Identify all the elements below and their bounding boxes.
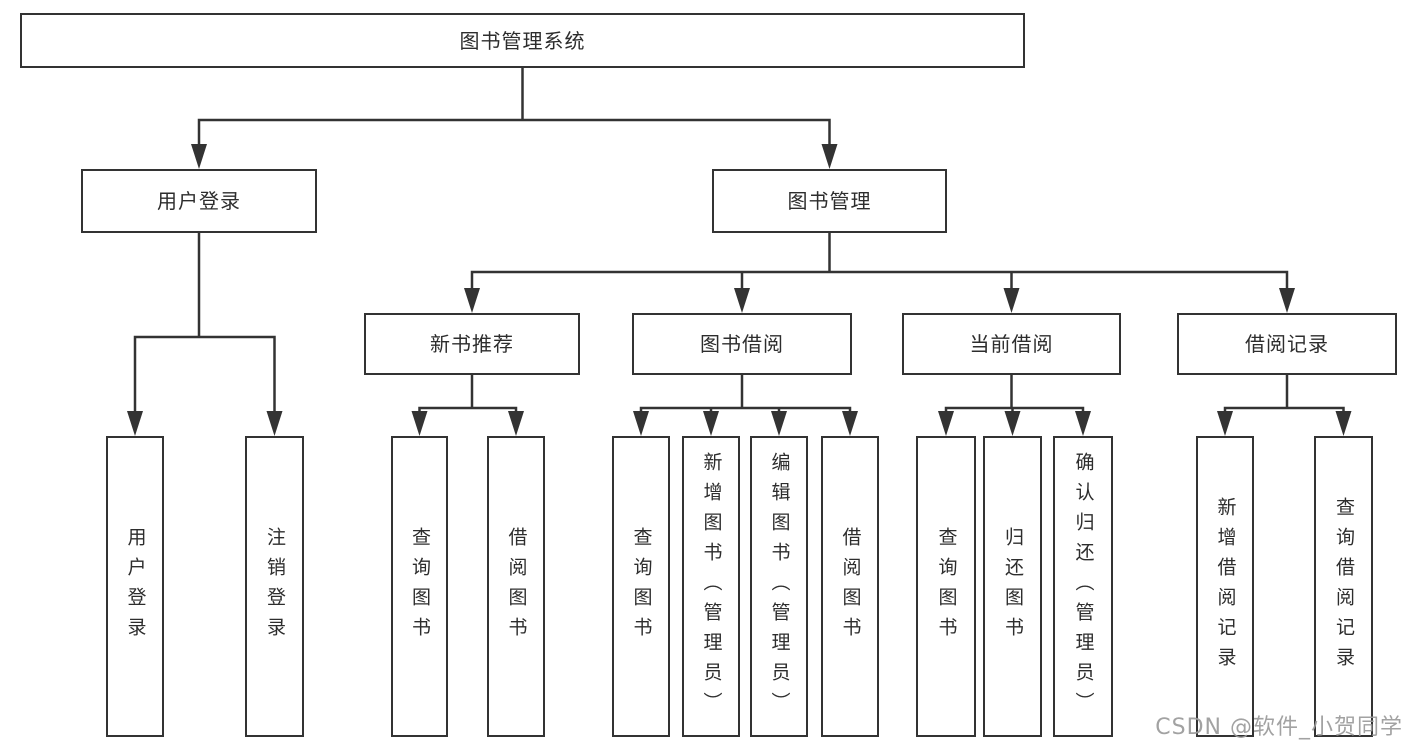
node-leaf-return-books: 归还图书	[983, 436, 1042, 737]
node-leaf-query-books-1: 查询图书	[391, 436, 448, 737]
node-leaf-add-books-admin: 新增图书（管理员）	[682, 436, 740, 737]
arrow-down-icons	[127, 144, 1352, 436]
node-leaf-add-borrow-record: 新增借阅记录	[1196, 436, 1254, 737]
node-root: 图书管理系统	[20, 13, 1025, 68]
node-label: 查询图书	[630, 526, 653, 647]
csdn-watermark: CSDN @软件_小贺同学	[1155, 715, 1403, 740]
node-leaf-query-borrow-record: 查询借阅记录	[1314, 436, 1373, 737]
node-label: 查询图书	[935, 526, 958, 647]
node-leaf-borrow-books-1: 借阅图书	[487, 436, 545, 737]
node-leaf-edit-books-admin: 编辑图书（管理员）	[750, 436, 808, 737]
node-leaf-query-books-2: 查询图书	[612, 436, 670, 737]
node-leaf-borrow-books-2: 借阅图书	[821, 436, 879, 737]
node-book-management: 图书管理	[712, 169, 947, 233]
node-label: 新增借阅记录	[1214, 496, 1237, 677]
node-label: 用户登录	[124, 526, 147, 647]
node-label: 注销登录	[264, 526, 286, 647]
node-current-borrow: 当前借阅	[902, 313, 1121, 375]
node-leaf-logout: 注销登录	[245, 436, 304, 737]
node-label: 归还图书	[1002, 526, 1024, 647]
node-label: 确认归还（管理员）	[1072, 451, 1095, 722]
node-leaf-confirm-return-admin: 确认归还（管理员）	[1053, 436, 1113, 737]
node-leaf-query-books-3: 查询图书	[916, 436, 976, 737]
node-user-login: 用户登录	[81, 169, 317, 233]
connector-lines	[133, 66, 1345, 432]
node-label: 借阅图书	[505, 526, 528, 647]
node-label: 借阅图书	[839, 526, 862, 647]
node-book-borrow: 图书借阅	[632, 313, 852, 375]
node-new-book-recommend: 新书推荐	[364, 313, 580, 375]
node-label: 编辑图书（管理员）	[768, 451, 791, 722]
node-label: 新增图书（管理员）	[700, 451, 723, 722]
node-borrow-records: 借阅记录	[1177, 313, 1397, 375]
node-label: 查询借阅记录	[1333, 496, 1355, 677]
node-label: 查询图书	[409, 526, 431, 647]
node-leaf-user-login: 用户登录	[106, 436, 164, 737]
